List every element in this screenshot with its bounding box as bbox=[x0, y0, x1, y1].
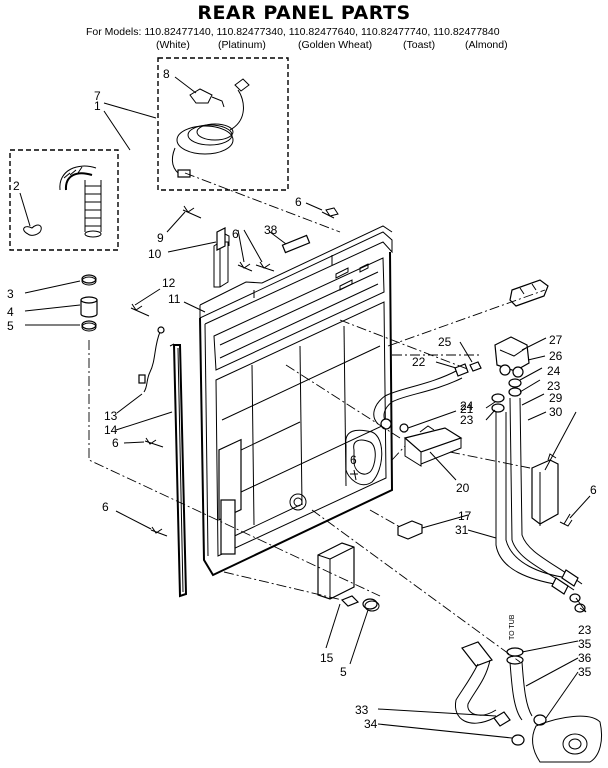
callout-13: 13 bbox=[104, 409, 118, 423]
page-title: REAR PANEL PARTS bbox=[197, 2, 411, 24]
callout-3: 3 bbox=[7, 287, 14, 301]
callout-24-b: 24 bbox=[460, 399, 474, 413]
callout-1: 1 bbox=[94, 99, 101, 113]
callout-6-f: 6 bbox=[590, 483, 597, 497]
callout-22: 22 bbox=[412, 355, 426, 369]
assembly-lines bbox=[88, 172, 546, 663]
callout-36: 36 bbox=[578, 651, 592, 665]
callout-26: 26 bbox=[549, 349, 563, 363]
callout-23-b: 23 bbox=[460, 413, 474, 427]
callout-9: 9 bbox=[157, 231, 164, 245]
color-golden-wheat: (Golden Wheat) bbox=[298, 39, 373, 51]
callout-34: 34 bbox=[364, 717, 378, 731]
power-cord-group bbox=[157, 57, 289, 191]
callout-6-e: 6 bbox=[350, 453, 357, 467]
callout-23-c: 23 bbox=[578, 623, 592, 637]
color-white: (White) bbox=[156, 39, 190, 51]
left-side-rail bbox=[169, 343, 188, 598]
callout-8: 8 bbox=[163, 67, 170, 81]
inlet-hose bbox=[373, 363, 469, 430]
callout-23-a: 23 bbox=[547, 379, 561, 393]
callout-5-a: 5 bbox=[7, 319, 14, 333]
callout-6-c: 6 bbox=[112, 436, 119, 450]
water-valve bbox=[469, 279, 549, 378]
callout-24-a: 24 bbox=[547, 364, 561, 378]
callout-30: 30 bbox=[549, 405, 563, 419]
strain-relief-part bbox=[189, 88, 213, 104]
callout-38: 38 bbox=[264, 223, 278, 237]
drain-hose-group bbox=[9, 149, 119, 332]
clamp-part bbox=[23, 224, 42, 236]
callout-21: 21 bbox=[460, 402, 474, 416]
color-toast: (Toast) bbox=[403, 39, 436, 51]
callout-labels: 1 2 3 4 5 5 6 6 6 6 6 6 7 8 9 10 11 12 1… bbox=[7, 67, 597, 731]
callout-12: 12 bbox=[162, 276, 176, 290]
upper-bracket bbox=[216, 227, 311, 254]
callout-11: 11 bbox=[168, 292, 181, 306]
leader-lines bbox=[19, 76, 591, 739]
callout-20: 20 bbox=[456, 481, 470, 495]
callout-10: 10 bbox=[148, 247, 162, 261]
callout-7: 7 bbox=[94, 89, 101, 103]
callout-6-b: 6 bbox=[232, 227, 239, 241]
models-line: For Models: 110.82477140, 110.82477340, … bbox=[86, 26, 500, 38]
rear-panel bbox=[199, 225, 394, 577]
callout-29: 29 bbox=[549, 391, 563, 405]
callout-31: 31 bbox=[455, 523, 469, 537]
electrical-box bbox=[317, 542, 380, 612]
lower-bracket bbox=[399, 423, 463, 467]
to-tub-note: TO TUB bbox=[509, 614, 516, 640]
screws bbox=[130, 205, 573, 537]
callout-14: 14 bbox=[104, 423, 118, 437]
callout-6-d: 6 bbox=[102, 500, 109, 514]
callout-17: 17 bbox=[458, 509, 472, 523]
callout-35-a: 35 bbox=[578, 637, 592, 651]
wire-harness bbox=[138, 326, 165, 393]
hose-bracket bbox=[531, 453, 559, 526]
color-almond: (Almond) bbox=[465, 39, 508, 51]
drain-hose-box bbox=[9, 149, 119, 251]
callout-15: 15 bbox=[320, 651, 334, 665]
fill-hoses bbox=[495, 397, 586, 613]
hose-washers bbox=[491, 378, 522, 413]
callout-6-a: 6 bbox=[295, 195, 302, 209]
callout-35-b: 35 bbox=[578, 665, 592, 679]
callout-25: 25 bbox=[438, 335, 452, 349]
color-platinum: (Platinum) bbox=[218, 39, 266, 51]
callout-27: 27 bbox=[549, 333, 563, 347]
callout-33: 33 bbox=[355, 703, 369, 717]
callout-5-b: 5 bbox=[340, 665, 347, 679]
connector bbox=[397, 520, 423, 540]
power-cord-box bbox=[157, 57, 289, 191]
callout-4: 4 bbox=[7, 305, 14, 319]
callout-2: 2 bbox=[13, 179, 20, 193]
